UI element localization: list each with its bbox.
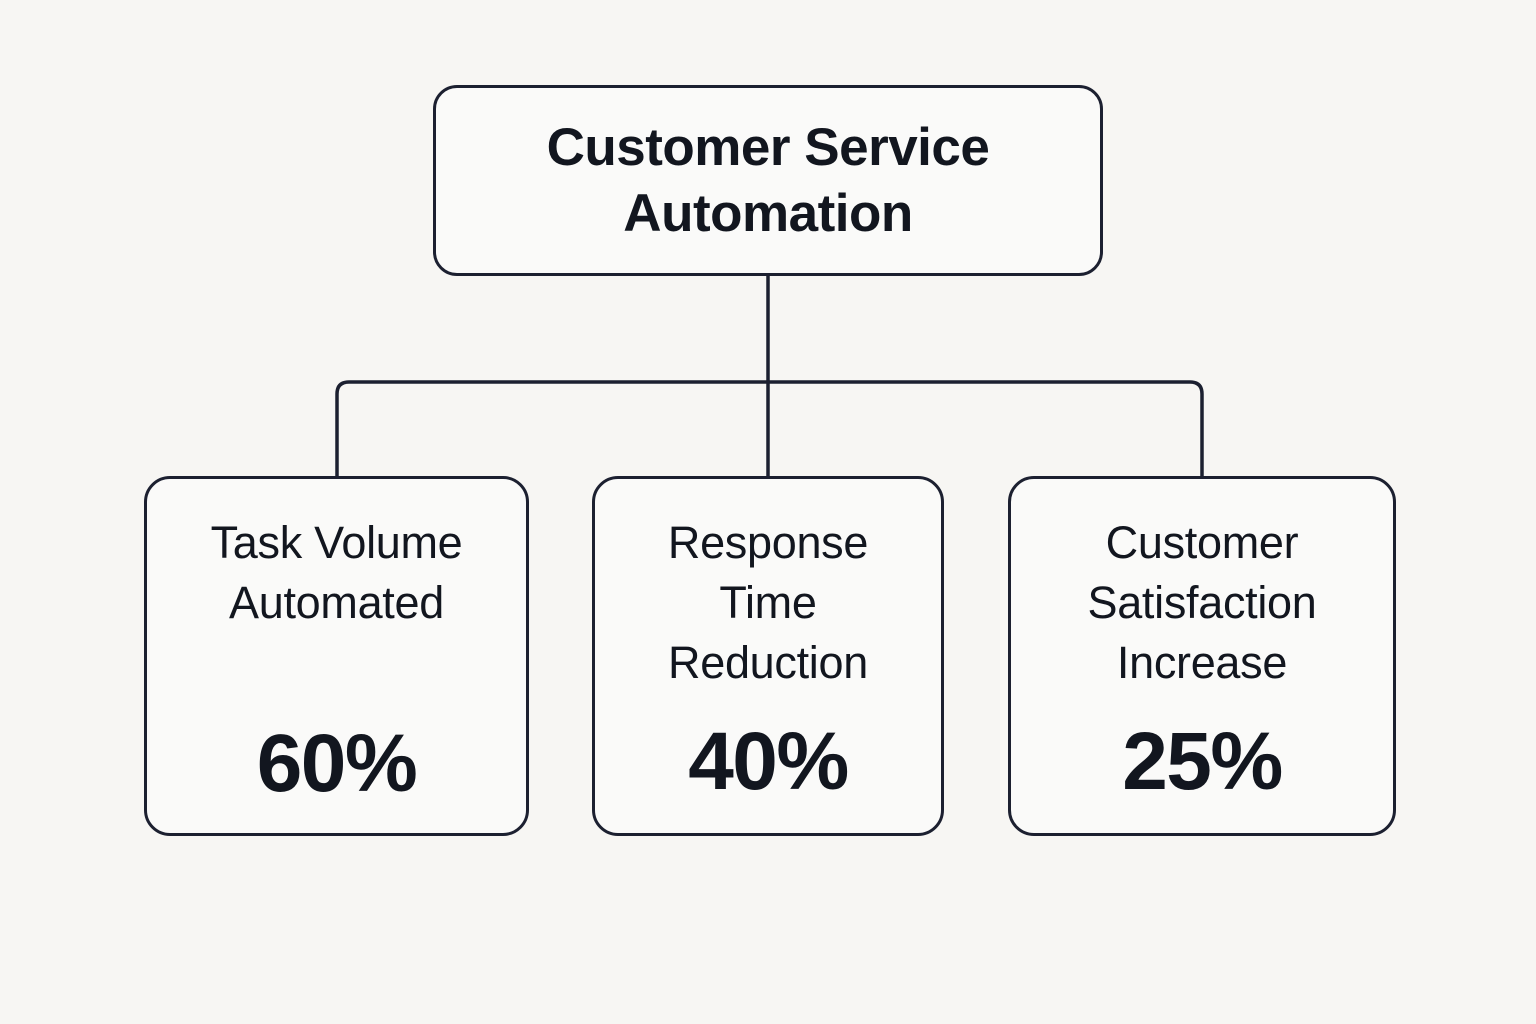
connector-bus-left xyxy=(335,380,768,476)
node-metric-customer-satisfaction-increase[interactable]: Customer Satisfaction Increase 25% xyxy=(1008,476,1396,836)
node-metric-task-volume-automated[interactable]: Task Volume Automated 60% xyxy=(144,476,529,836)
node-metric-label: Customer Satisfaction Increase xyxy=(1087,517,1317,688)
node-root[interactable]: Customer Service Automation xyxy=(433,85,1103,276)
node-root-title: Customer Service Automation xyxy=(546,118,990,243)
node-metric-value: 60% xyxy=(256,718,418,809)
node-metric-label: Response Time Reduction xyxy=(667,517,869,688)
node-metric-response-time-reduction[interactable]: Response Time Reduction 40% xyxy=(592,476,944,836)
node-metric-label: Task Volume Automated xyxy=(210,517,463,628)
connector-bus-right xyxy=(768,380,1204,476)
node-metric-value: 40% xyxy=(688,716,849,807)
node-metric-value: 25% xyxy=(1122,716,1283,807)
